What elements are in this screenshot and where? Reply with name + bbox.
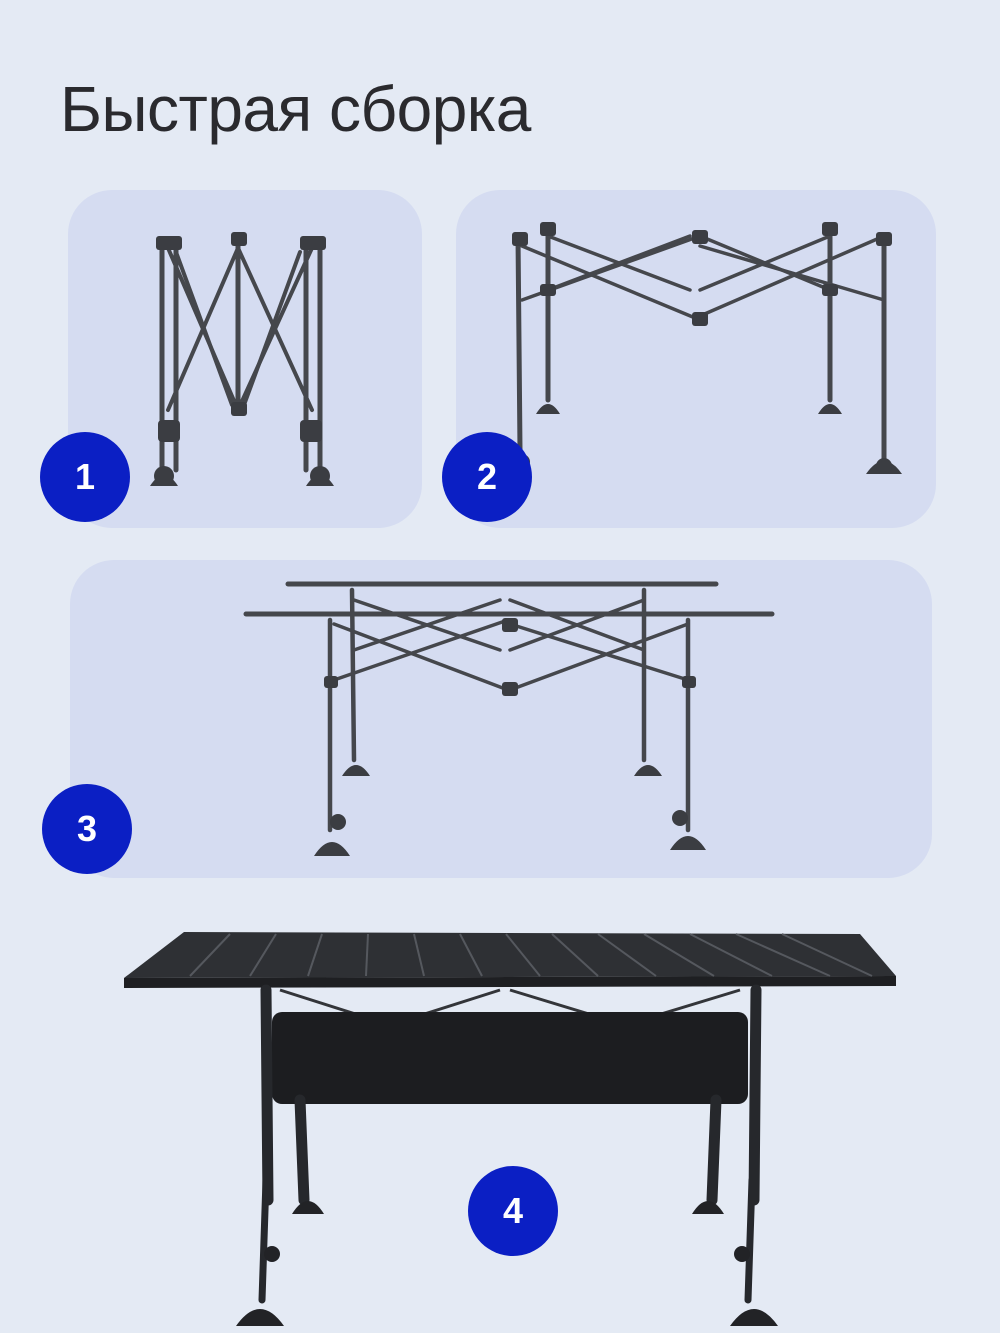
step-4-badge: 4	[468, 1166, 558, 1256]
page-title: Быстрая сборка	[60, 73, 531, 145]
assembled-table-image	[124, 932, 896, 1326]
frame-with-rails-image	[243, 581, 775, 856]
unfolded-frame-image	[512, 222, 902, 474]
step-2-badge: 2	[442, 432, 532, 522]
step-3-badge: 3	[42, 784, 132, 874]
folded-frame-image	[150, 232, 334, 486]
step-1-badge: 1	[40, 432, 130, 522]
